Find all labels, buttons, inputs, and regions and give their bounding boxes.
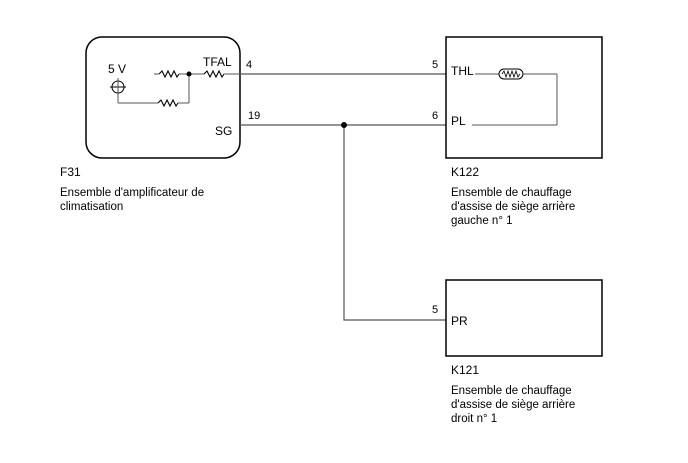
splice-dot — [341, 122, 347, 128]
wire-sg-pr — [343, 125, 446, 321]
pin-number-k122-6: 6 — [432, 110, 438, 122]
left-heater-desc-line-1: Ensemble de chauffage — [451, 187, 572, 199]
right-heater-code: K121 — [451, 363, 479, 377]
terminal-signal-sg: SG — [215, 124, 232, 138]
amplifier-component: 5 V TFAL SG F31 Ensemble d'amplificateur… — [60, 36, 241, 213]
amplifier-box — [85, 36, 241, 159]
pin-number-k121-5: 5 — [432, 304, 438, 316]
right-heater-component: PR K121 Ensemble de chauffage d'assise d… — [445, 279, 603, 425]
left-heater-code: K122 — [451, 165, 479, 179]
resistor-icon — [158, 69, 180, 79]
amplifier-desc-line-2: climatisation — [60, 201, 123, 213]
terminal-signal-thl: THL — [451, 64, 474, 78]
amplifier-desc-line-1: Ensemble d'amplificateur de — [60, 187, 204, 199]
left-heater-desc-line-3: gauche n° 1 — [451, 215, 513, 227]
wires — [240, 73, 446, 321]
junction-dot — [186, 71, 192, 77]
pin-number-amp-4: 4 — [246, 59, 252, 71]
pin-number-k122-5: 5 — [432, 59, 438, 71]
resistor-icon — [203, 69, 225, 79]
terminal-signal-pr: PR — [451, 314, 468, 328]
pin-number-amp-19: 19 — [248, 110, 260, 122]
terminal-signal-pl: PL — [451, 114, 466, 128]
right-heater-box — [445, 279, 603, 357]
left-heater-box — [445, 36, 603, 159]
amplifier-code: F31 — [60, 165, 81, 179]
left-heater-desc-line-2: d'assise de siège arrière — [451, 201, 575, 213]
right-heater-desc-line-1: Ensemble de chauffage — [451, 385, 572, 397]
supply-voltage-label: 5 V — [108, 62, 126, 76]
terminal-signal-tfal: TFAL — [203, 55, 232, 69]
right-heater-desc-line-3: droit n° 1 — [451, 413, 497, 425]
resistor-icon — [157, 98, 179, 108]
right-heater-desc-line-2: d'assise de siège arrière — [451, 399, 575, 411]
left-heater-component: THL PL K122 Ensemble de chauffage d'assi… — [445, 36, 603, 227]
internal-circuit — [110, 69, 240, 108]
